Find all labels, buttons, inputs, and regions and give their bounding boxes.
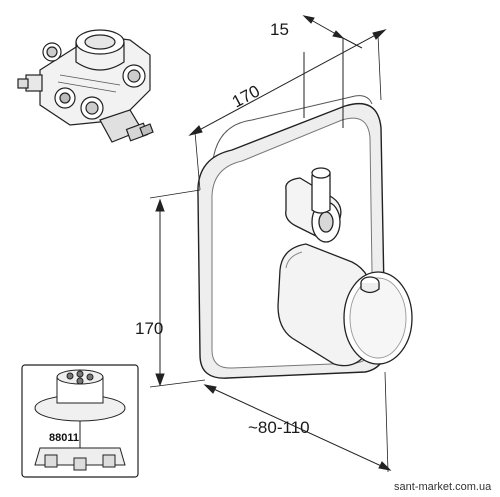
- dimension-label-height: 170: [135, 319, 163, 338]
- diverter-handle: [285, 167, 342, 243]
- ext-line-projection-right: [384, 371, 389, 473]
- dim-line-projection: [204, 384, 391, 471]
- dimension-label-15: 15: [270, 20, 289, 39]
- dim-line-width: [189, 29, 386, 136]
- inset-panel: 88011: [21, 364, 139, 478]
- arrow-15-b: [332, 30, 345, 39]
- arrow-projection-a: [203, 384, 217, 394]
- mounting-box-illustration: [34, 369, 126, 471]
- dimension-label-projection: ~80-110: [248, 418, 310, 437]
- thermostat-knob: [277, 243, 413, 367]
- watermark-text: sant-market.com.ua: [394, 481, 492, 493]
- arrow-height-a: [155, 198, 165, 212]
- dim-line-15-ext: [342, 37, 363, 49]
- ext-line-width-left: [194, 131, 201, 191]
- arrow-width-b: [372, 29, 387, 40]
- dimension-label-width: 170: [229, 81, 263, 111]
- arrow-15-a: [302, 15, 315, 24]
- ext-line-height-bottom: [149, 379, 206, 388]
- ext-line-height-top: [149, 189, 201, 199]
- valve-body-illustration: [17, 29, 154, 143]
- arrow-width-a: [188, 125, 203, 136]
- inset-part-code: 88011: [49, 432, 79, 444]
- dimension-lines: [149, 15, 392, 473]
- arrow-projection-b: [378, 461, 392, 471]
- ext-line-width-right: [377, 34, 382, 101]
- arrow-height-b: [155, 373, 165, 387]
